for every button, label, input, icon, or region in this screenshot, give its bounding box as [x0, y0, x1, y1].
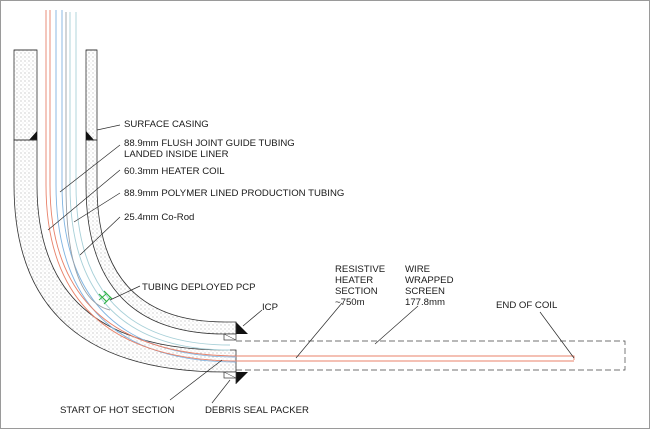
leader-end-coil — [539, 311, 575, 359]
surface-casing-left — [13, 49, 38, 141]
liner-shoe-upper — [236, 322, 248, 334]
co-rod-line — [65, 12, 111, 311]
surface-casing-right — [85, 49, 98, 141]
leader-icp — [242, 309, 263, 327]
wire-wrapped-screen — [236, 340, 626, 371]
leader-resistive — [295, 302, 343, 359]
label-end-of-coil: END OF COIL — [496, 300, 558, 311]
label-co-rod: 25.4mm Co-Rod — [124, 212, 194, 223]
surface-casing-shoe-right — [86, 131, 94, 140]
label-guide-tubing-1: 88.9mm FLUSH JOINT GUIDE TUBING — [124, 138, 295, 149]
leader-production-tubing — [73, 192, 121, 223]
leader-co-rod — [79, 216, 121, 256]
label-wire-3: SCREEN — [405, 286, 445, 297]
leader-pcp — [109, 285, 141, 301]
leader-guide-tubing — [59, 144, 121, 193]
leader-wire-screen — [374, 305, 419, 345]
label-resistive-4: ~750m — [335, 297, 365, 308]
surface-casing-shoe-left — [29, 131, 37, 140]
label-resistive-1: RESISTIVE — [335, 264, 385, 275]
label-wire-1: WIRE — [405, 264, 430, 275]
pcp-icon — [98, 290, 113, 305]
leader-surface-casing — [96, 124, 121, 131]
heater-coil-line-a — [49, 10, 575, 360]
label-wire-2: WRAPPED — [405, 275, 454, 286]
leader-heater-coil — [47, 169, 121, 231]
label-heater-coil: 60.3mm HEATER COIL — [124, 166, 225, 177]
label-icp: ICP — [262, 302, 278, 313]
label-surface-casing: SURFACE CASING — [124, 119, 209, 130]
heater-coil-line-b — [45, 10, 574, 362]
label-debris-packer: DEBRIS SEAL PACKER — [205, 405, 309, 416]
production-tubing-inner — [69, 12, 231, 351]
label-wire-4: 177.8mm — [405, 297, 445, 308]
label-resistive-3: SECTION — [335, 286, 378, 297]
leader-debris-packer — [211, 379, 231, 404]
label-production-tubing: 88.9mm POLYMER LINED PRODUCTION TUBING — [124, 188, 344, 199]
liner-shoe-lower — [236, 372, 248, 384]
label-resistive-2: HEATER — [335, 275, 373, 286]
label-tubing-pcp: TUBING DEPLOYED PCP — [142, 282, 256, 293]
leader-start-hot — [169, 359, 223, 401]
guide-tubing-line-a — [61, 10, 237, 358]
label-guide-tubing-2: LANDED INSIDE LINER — [124, 149, 229, 160]
label-start-hot: START OF HOT SECTION — [60, 405, 174, 416]
